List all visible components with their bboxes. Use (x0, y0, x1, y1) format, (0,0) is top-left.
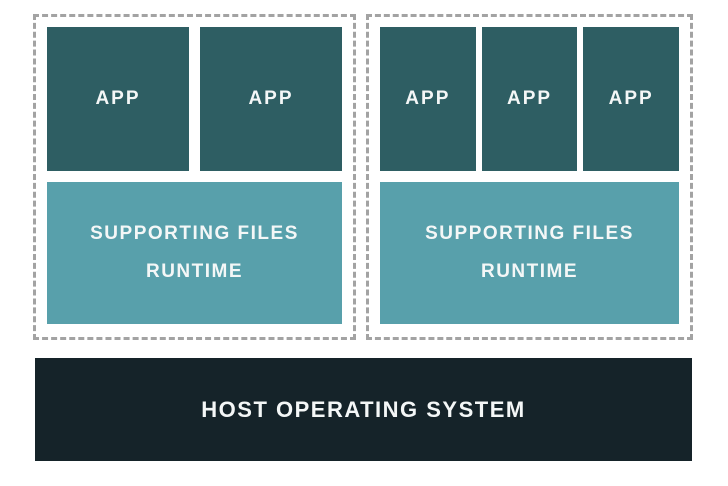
app-label: APP (405, 88, 451, 109)
container-group-1: APP APP SUPPORTING FILES RUNTIME (33, 14, 356, 340)
host-os-label: HOST OPERATING SYSTEM (201, 396, 526, 422)
supporting-files-label: SUPPORTING FILES (425, 223, 634, 244)
app-label: APP (506, 88, 553, 109)
app-box: APP (380, 27, 476, 171)
supporting-files-runtime-box: SUPPORTING FILES RUNTIME (380, 182, 679, 324)
apps-row: APP APP APP (380, 27, 680, 171)
app-label: APP (608, 88, 654, 109)
supporting-files-label: SUPPORTING FILES (90, 223, 299, 244)
supporting-files-runtime-box: SUPPORTING FILES RUNTIME (47, 182, 342, 324)
app-label: APP (248, 88, 294, 109)
app-label: APP (95, 88, 141, 109)
app-box: APP (200, 27, 342, 171)
container-group-2: APP APP APP SUPPORTING FILES RUNTIME (366, 14, 693, 340)
app-box: APP (583, 27, 680, 171)
runtime-label: RUNTIME (145, 261, 244, 282)
runtime-label: RUNTIME (480, 261, 579, 282)
app-box: APP (481, 27, 578, 171)
app-box: APP (47, 27, 189, 171)
host-operating-system-bar: HOST OPERATING SYSTEM (35, 358, 692, 461)
apps-row: APP APP (47, 27, 342, 171)
